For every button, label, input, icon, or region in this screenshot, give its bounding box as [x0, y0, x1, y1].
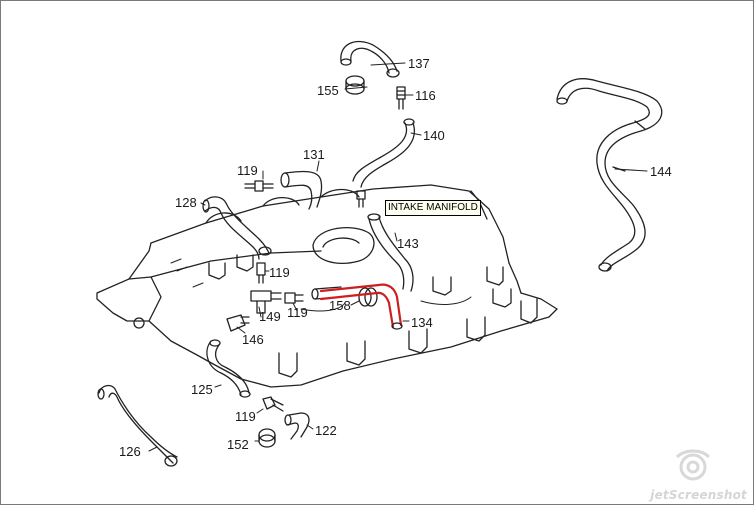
fitting-119-lower[interactable] — [262, 396, 284, 412]
callout-146: 146 — [242, 332, 264, 347]
hose-125[interactable] — [206, 339, 251, 398]
callout-126: 126 — [119, 444, 141, 459]
clamp-158[interactable] — [358, 287, 378, 307]
connector-116[interactable] — [396, 86, 406, 110]
callout-149: 149 — [259, 309, 281, 324]
hose-128[interactable] — [202, 196, 272, 260]
clamp-155[interactable] — [345, 75, 365, 95]
callout-119-lower: 119 — [235, 409, 256, 424]
hose-143[interactable] — [367, 213, 414, 292]
callout-119-upper: 119 — [237, 163, 258, 178]
valve-146[interactable] — [226, 314, 250, 332]
callout-158: 158 — [329, 298, 351, 313]
callout-119-middle: 119 — [269, 265, 290, 280]
callout-labels: 137 155 116 140 144 119 131 128 143 119 … — [119, 56, 672, 459]
callout-152: 152 — [227, 437, 249, 452]
fitting-119-middle[interactable] — [256, 262, 266, 284]
hose-126[interactable] — [97, 384, 178, 467]
callout-140: 140 — [423, 128, 445, 143]
fitting-119-upper[interactable] — [244, 180, 274, 192]
hose-134-highlighted[interactable] — [319, 283, 403, 330]
callout-137: 137 — [408, 56, 430, 71]
fitting-119-right[interactable] — [284, 292, 304, 304]
callout-131: 131 — [303, 147, 325, 162]
callout-128: 128 — [175, 195, 197, 210]
callout-122: 122 — [315, 423, 337, 438]
hose-144[interactable] — [556, 78, 663, 272]
callout-116: 116 — [415, 88, 436, 103]
connector-140-lower[interactable] — [356, 190, 366, 208]
callout-134: 134 — [411, 315, 433, 330]
leader-lines — [148, 62, 648, 452]
callout-155: 155 — [317, 83, 339, 98]
watermark-logo-icon — [675, 449, 711, 481]
intake-manifold[interactable] — [96, 184, 558, 388]
tee-149[interactable] — [250, 290, 282, 314]
clamp-152[interactable] — [258, 428, 276, 448]
callout-119-right: 119 — [287, 305, 308, 320]
hose-131[interactable] — [280, 170, 323, 210]
hose-137[interactable] — [340, 40, 400, 78]
callout-143: 143 — [397, 236, 419, 251]
watermark-text: jetScreenshot — [650, 488, 747, 502]
callout-125: 125 — [191, 382, 213, 397]
hose-140[interactable] — [352, 118, 415, 188]
callout-144: 144 — [650, 164, 672, 179]
intake-manifold-tooltip: INTAKE MANIFOLD — [385, 200, 481, 216]
watermark: jetScreenshot — [650, 488, 747, 502]
elbow-122[interactable] — [284, 412, 310, 440]
